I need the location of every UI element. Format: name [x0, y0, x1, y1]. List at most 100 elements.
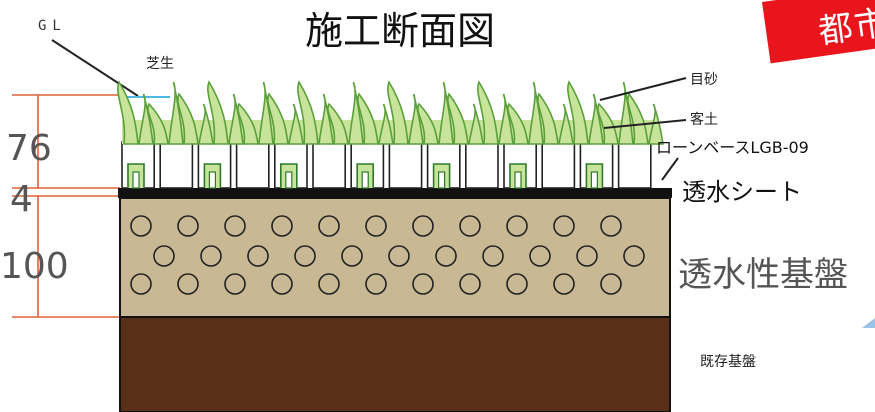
grass-blade [207, 80, 229, 145]
grass-blade [567, 80, 589, 145]
gravel-circle [506, 273, 528, 295]
base-cell [159, 141, 194, 189]
gravel-circle [459, 273, 481, 295]
gravel-circle [271, 215, 293, 237]
gravel-circle [177, 273, 199, 295]
base-cell [235, 141, 270, 189]
grass-blade [447, 92, 469, 145]
grass-blade [408, 93, 424, 145]
base-cell-slot [208, 171, 216, 189]
banner-text: 都市 [815, 2, 875, 53]
grass-blade [327, 102, 349, 145]
permeable-sheet-layer [118, 188, 672, 198]
grass-blade [468, 103, 484, 145]
base-product-label: ローンベースLGB-09 [656, 138, 809, 157]
grass-blade [228, 93, 244, 145]
gravel-circle [224, 273, 246, 295]
base-cell-slot [590, 171, 599, 189]
grass-blade [477, 80, 499, 145]
base-cell [388, 141, 423, 189]
base-cell-slot [514, 171, 522, 189]
turf-blades [117, 80, 664, 145]
grass-blade [177, 92, 199, 145]
grass-blade [318, 93, 334, 145]
grass-blade [498, 93, 514, 145]
grass-blade [348, 81, 364, 145]
gravel-circle [341, 245, 363, 267]
base-cell [541, 141, 576, 189]
gravel-circle [388, 245, 410, 267]
grass-blade [138, 93, 154, 145]
gravel-circle [482, 245, 504, 267]
grass-blade [618, 81, 634, 145]
topsoil-leader [603, 119, 687, 129]
base-cell-slot [361, 171, 369, 189]
base-cell [464, 141, 499, 189]
gravel-circle [224, 215, 246, 237]
grass-blade [258, 81, 274, 145]
gravel-circle [600, 273, 622, 295]
gravel-circles [130, 215, 645, 295]
gravel-circle [576, 245, 598, 267]
topsoil-label: 客土 [690, 111, 718, 128]
gravel-circle [365, 215, 387, 237]
permeable-base-layer [119, 197, 671, 318]
grass-blade [438, 81, 454, 145]
grass-blade [378, 103, 394, 145]
dimension-76: 76 [6, 128, 52, 169]
top-sand-leader [599, 77, 687, 101]
permeable-base-label: 透水性基盤 [678, 255, 848, 295]
gravel-circle [553, 273, 575, 295]
base-cell-slot [285, 171, 293, 189]
gravel-circle [529, 245, 551, 267]
gravel-circle [247, 245, 269, 267]
gravel-circle [623, 245, 645, 267]
gl-leader [51, 39, 139, 97]
sheet-label: 透水シート [682, 178, 802, 206]
grass-blade [267, 92, 289, 145]
grass-blade [648, 103, 664, 145]
gravel-circle [412, 273, 434, 295]
lawn-base-cells [121, 141, 652, 189]
gravel-circle [200, 245, 222, 267]
gravel-circle [294, 245, 316, 267]
dimension-lines [12, 94, 120, 318]
dimension-4: 4 [10, 179, 33, 220]
gravel-circle [318, 273, 340, 295]
gravel-circle [130, 215, 152, 237]
gravel-circle [318, 215, 340, 237]
gravel-circle [365, 273, 387, 295]
base-cell-slot [438, 171, 446, 189]
top-sand-label: 目砂 [690, 72, 718, 88]
grass-blade [168, 81, 184, 145]
gl-label: GL [38, 18, 67, 34]
gravel-circle [412, 215, 434, 237]
grass-blade [597, 102, 619, 145]
existing-ground-label: 既存基盤 [700, 353, 756, 370]
grass-blade [117, 80, 139, 145]
grass-blade [528, 81, 544, 145]
grass-blade [417, 102, 439, 145]
dimension-100: 100 [0, 246, 69, 287]
base-product-leader [661, 157, 679, 181]
base-cell [617, 141, 652, 189]
gravel-circle [177, 215, 199, 237]
base-cell-slot [132, 171, 140, 189]
diagram-title: 施工断面図 [305, 9, 495, 53]
grass-blade [297, 80, 319, 145]
existing-soil-layer [119, 316, 671, 412]
gravel-circle [553, 215, 575, 237]
grass-blade [357, 92, 379, 145]
grass-blade [237, 102, 259, 145]
gravel-circle [459, 215, 481, 237]
gravel-circle [600, 215, 622, 237]
corner-arrow-icon [862, 318, 875, 328]
grass-blade [588, 93, 604, 145]
grass-blade [147, 102, 169, 145]
gravel-circle [271, 273, 293, 295]
grass-blade [198, 103, 214, 145]
grass-blade [507, 102, 529, 145]
gravel-circle [153, 245, 175, 267]
grass-blade [537, 92, 559, 145]
